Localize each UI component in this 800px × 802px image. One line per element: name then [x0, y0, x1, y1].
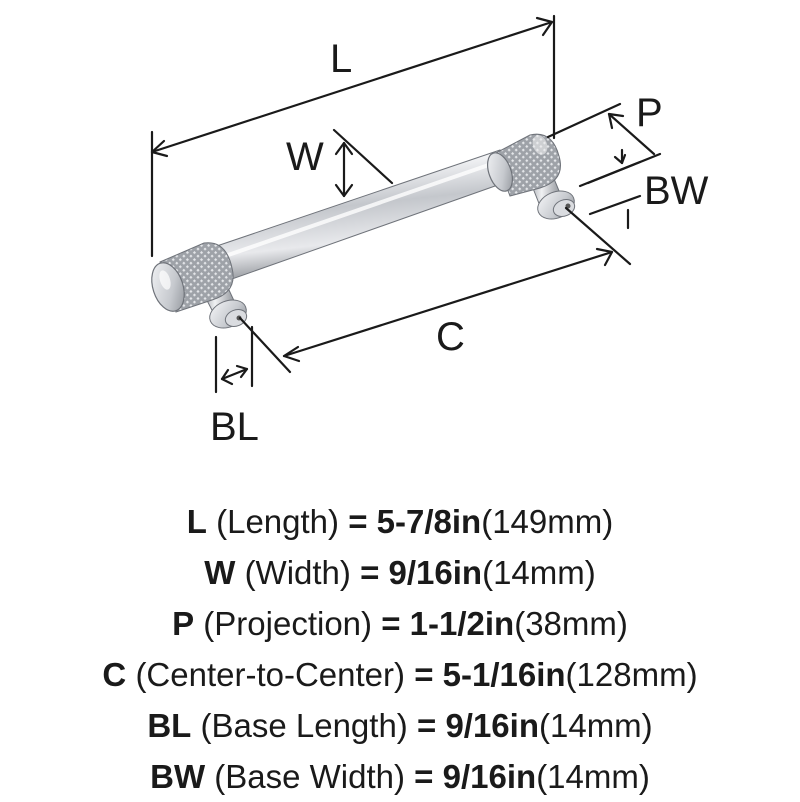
label-W: W — [286, 135, 324, 179]
label-P: P — [636, 91, 663, 135]
spec-code: P — [172, 605, 195, 642]
spec-name: (Projection) — [203, 605, 373, 642]
dimension-lines — [150, 14, 662, 394]
label-BL: BL — [210, 405, 259, 449]
spec-row-width: W (Width) = 9/16in(14mm) — [0, 547, 800, 598]
spec-inch: 5-1/16in — [442, 656, 566, 693]
spec-mm: (14mm) — [536, 758, 650, 795]
spec-inch: 5-7/8in — [376, 503, 482, 540]
spec-equals: = — [416, 707, 437, 744]
label-BW: BW — [644, 169, 709, 213]
spec-row-center-to-center: C (Center-to-Center) = 5-1/16in(128mm) — [0, 649, 800, 700]
spec-inch: 9/16in — [445, 707, 539, 744]
spec-name: (Length) — [216, 503, 340, 540]
specifications-list: L (Length) = 5-7/8in(149mm) W (Width) = … — [0, 496, 800, 802]
spec-row-length: L (Length) = 5-7/8in(149mm) — [0, 496, 800, 547]
spec-name: (Width) — [244, 554, 351, 591]
spec-inch: 1-1/2in — [409, 605, 515, 642]
spec-inch: 9/16in — [442, 758, 537, 795]
spec-code: W — [204, 554, 236, 591]
label-C: C — [436, 315, 465, 359]
spec-row-base-length: BL (Base Length) = 9/16in(14mm) — [0, 700, 800, 751]
spec-mm: (38mm) — [514, 605, 628, 642]
spec-mm: (14mm) — [482, 554, 596, 591]
spec-row-base-width: BW (Base Width) = 9/16in(14mm) — [0, 751, 800, 802]
spec-inch: 9/16in — [388, 554, 483, 591]
right-knurled-end — [487, 133, 561, 197]
spec-mm: (14mm) — [539, 707, 653, 744]
spec-code: BL — [147, 707, 192, 744]
handle-bar — [204, 149, 513, 286]
left-knurled-end — [151, 242, 234, 313]
spec-code: L — [186, 503, 207, 540]
label-L: L — [330, 37, 352, 81]
spec-name: (Center-to-Center) — [135, 656, 406, 693]
spec-equals: = — [414, 656, 434, 693]
spec-mm: (149mm) — [481, 503, 614, 540]
spec-equals: = — [360, 554, 380, 591]
spec-name: (Base Width) — [214, 758, 405, 795]
spec-mm: (128mm) — [565, 656, 698, 693]
spec-equals: = — [348, 503, 368, 540]
spec-equals: = — [414, 758, 434, 795]
spec-equals: = — [381, 605, 401, 642]
spec-row-projection: P (Projection) = 1-1/2in(38mm) — [0, 598, 800, 649]
spec-code: C — [102, 656, 127, 693]
spec-name: (Base Length) — [200, 707, 408, 744]
dimension-diagram: L W P BW C BL — [150, 14, 709, 449]
spec-code: BW — [150, 758, 206, 795]
